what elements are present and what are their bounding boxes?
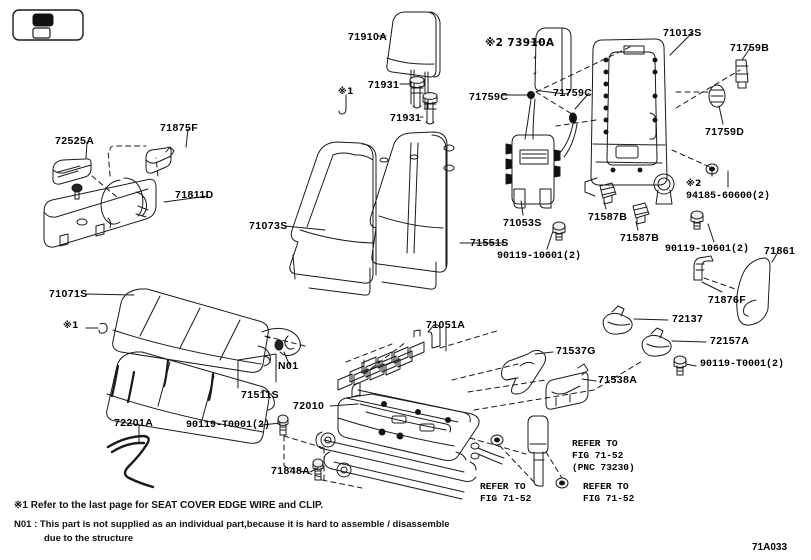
- callout-71053S: 71053S: [503, 217, 542, 229]
- seat-cushion-pad-71511S: [106, 351, 275, 444]
- edge-wire-N01: [261, 327, 301, 357]
- callout-71587B-1: 71587B: [588, 211, 628, 223]
- figure-code: 71A033: [752, 542, 788, 553]
- cap-72525A: [52, 158, 92, 185]
- callout-71071S: 71071S: [49, 288, 88, 300]
- bolt-90119-10601-left: [552, 221, 566, 241]
- position-indicator-box: [12, 9, 84, 41]
- callout-90119-10601-right: 90119-10601(2): [665, 244, 750, 255]
- headrest-support-bolt-1: [409, 76, 425, 109]
- callout-71759D: 71759D: [705, 126, 745, 138]
- callout-71073S: 71073S: [249, 220, 288, 232]
- callout-71537G: 71537G: [556, 345, 596, 357]
- clip-71759B: [735, 59, 749, 89]
- cable-71759C-left: [524, 91, 536, 140]
- callout-71013S: 71013S: [663, 27, 702, 39]
- bracket-71537G: [501, 349, 547, 395]
- footnote-n01-line1: N01 : This part is not supplied as an in…: [14, 519, 450, 530]
- callout-72525A: 72525A: [55, 135, 95, 147]
- armrest-bolt: [71, 183, 83, 200]
- recliner-71053S: [505, 134, 561, 209]
- cap-71875F: [145, 146, 175, 174]
- callout-73910A: ※2 73910A: [485, 37, 555, 49]
- callout-mark-1-headrest: ※1: [338, 87, 354, 97]
- spring-mat-71051A: [337, 324, 441, 398]
- bolt-90119-10601-right: [690, 210, 704, 230]
- side-shield-71861: [736, 257, 771, 326]
- assembly-dash-lines: [91, 45, 741, 489]
- callout-72157A: 72157A: [710, 335, 750, 347]
- armrest-71811D: [43, 177, 157, 248]
- callout-71551S: 71551S: [470, 237, 509, 249]
- callout-72201A: 72201A: [114, 417, 154, 429]
- seat-adjuster-72010: [315, 389, 480, 500]
- callout-71811D: 71811D: [175, 189, 214, 201]
- callout-71759C-right: 71759C: [553, 87, 593, 99]
- callout-90119-T0001-left: 90119-T0001(2): [186, 420, 271, 431]
- clip-72137: [602, 305, 633, 335]
- callout-71538A: 71538A: [598, 374, 638, 386]
- callout-94185-60600: 94185-60600(2): [686, 191, 771, 202]
- bracket-71538A: [545, 363, 589, 410]
- callout-71931-lower: 71931: [390, 112, 422, 124]
- callout-72010: 72010: [293, 400, 325, 412]
- callout-72137: 72137: [672, 313, 704, 325]
- seat-wire-72201A: [106, 434, 155, 489]
- clip-71876F: [693, 255, 714, 281]
- seatbelt-buckle-assy: [470, 415, 569, 489]
- seat-cushion-cover-71071S: [112, 288, 271, 373]
- callout-mark-2-nut: ※2: [686, 179, 702, 189]
- callout-71875F: 71875F: [160, 122, 199, 134]
- callout-71910A: 71910A: [348, 31, 388, 43]
- bolt-90119-T0001-right: [673, 355, 687, 376]
- callout-71051A: 71051A: [426, 319, 466, 331]
- edge-clip-symbol: [98, 322, 108, 334]
- clip-72157A: [641, 327, 672, 357]
- edge-wire-hook-symbol: [338, 94, 347, 115]
- refer-block-pnc-73230: REFER TO FIG 71-52 (PNC 73230): [572, 438, 635, 473]
- callout-71587B-2: 71587B: [620, 232, 660, 244]
- callout-90119-10601-left: 90119-10601(2): [497, 251, 582, 262]
- callout-mark-1-cushion: ※1: [63, 321, 79, 331]
- bolt-90119-T0001-left: [277, 414, 289, 436]
- callout-71511S: 71511S: [241, 389, 280, 401]
- bolt-71848A: [312, 458, 324, 481]
- clip-71759D: [708, 84, 726, 108]
- callout-71759B: 71759B: [730, 42, 770, 54]
- footnote-mark-1: ※1 Refer to the last page for SEAT COVER…: [14, 500, 324, 511]
- refer-block-left: REFER TO FIG 71-52: [480, 481, 532, 504]
- callout-71931-upper: 71931: [368, 79, 400, 91]
- callout-90119-T0001-right: 90119-T0001(2): [700, 359, 785, 370]
- callout-71861: 71861: [764, 245, 796, 257]
- callout-71876F: 71876F: [708, 294, 747, 306]
- refer-block-right: REFER TO FIG 71-52: [583, 481, 635, 504]
- leader-lines: [85, 32, 779, 473]
- cable-71759C-right: [556, 112, 578, 158]
- footnote-n01-line2: due to the structure: [44, 533, 134, 544]
- callout-71759C-left: 71759C: [469, 91, 509, 103]
- seatback-frame-71013S: [584, 38, 675, 205]
- clip-71587B-1: [599, 182, 617, 205]
- seatback-cover-71073S: [289, 141, 419, 296]
- callout-71848A: 71848A: [271, 465, 311, 477]
- callout-N01: N01: [278, 360, 299, 372]
- seatback-pad-71551S: [369, 131, 455, 290]
- clip-71587B-2: [632, 202, 650, 225]
- headrest-support-bolt-2: [422, 92, 438, 125]
